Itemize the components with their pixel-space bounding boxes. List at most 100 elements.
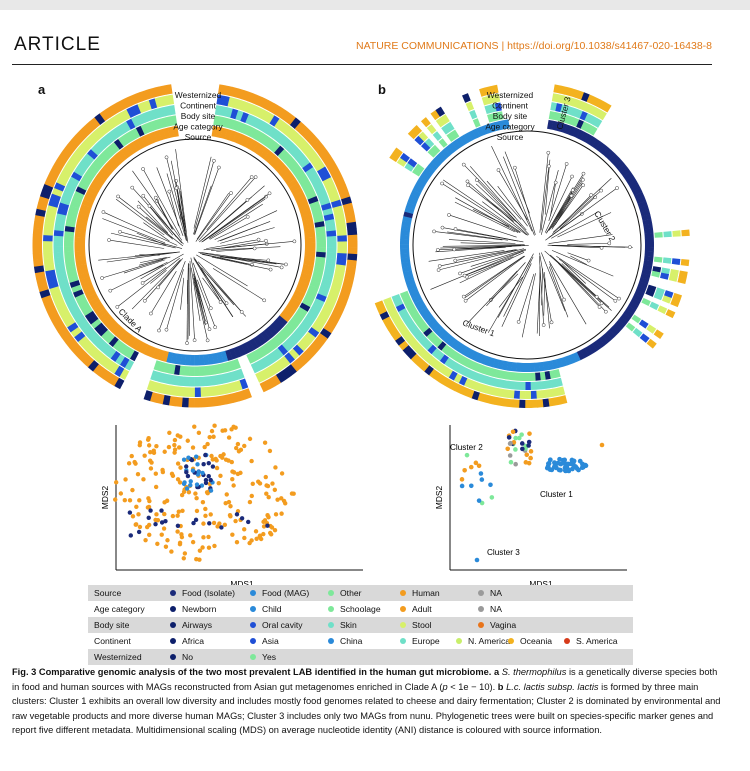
metadata-ring-segment xyxy=(79,302,91,312)
metadata-ring-segment xyxy=(341,196,352,206)
metadata-ring-segment xyxy=(323,268,335,276)
legend-item: Adult xyxy=(400,601,432,617)
scatter-point xyxy=(193,517,199,523)
metadata-ring-segment xyxy=(332,306,344,317)
scatter-point xyxy=(181,457,187,462)
metadata-ring-segment xyxy=(151,86,161,98)
tree-tip xyxy=(153,195,158,200)
metadata-ring-segment xyxy=(275,371,287,384)
metadata-ring-segment xyxy=(263,124,274,136)
metadata-ring-segment xyxy=(427,344,437,355)
metadata-ring-segment xyxy=(61,191,73,201)
metadata-ring-segment xyxy=(307,327,320,338)
metadata-ring-segment xyxy=(576,119,585,129)
metadata-ring-segment xyxy=(632,327,643,338)
metadata-ring-segment xyxy=(416,333,426,343)
scatter-point xyxy=(190,539,196,545)
scatter-point xyxy=(206,545,212,550)
metadata-ring-segment xyxy=(314,161,326,172)
metadata-ring-segment xyxy=(307,135,320,147)
tree-branch xyxy=(193,160,215,235)
source-ring-segment xyxy=(564,124,572,135)
metadata-ring-segment xyxy=(345,215,356,224)
metadata-ring-segment xyxy=(254,348,265,359)
legend-item-label: Newborn xyxy=(182,604,217,614)
metadata-ring-segment xyxy=(662,257,672,264)
metadata-ring-segment xyxy=(392,147,403,158)
metadata-ring-segment xyxy=(320,307,332,318)
source-ring-segment xyxy=(82,284,95,294)
metadata-ring-segment xyxy=(64,160,77,172)
metadata-ring-segment xyxy=(485,385,494,395)
metadata-ring-segment xyxy=(194,366,201,376)
tree-tip xyxy=(440,181,444,186)
scatter-point xyxy=(155,541,160,547)
metadata-ring-segment xyxy=(454,383,464,394)
scatter-point xyxy=(562,457,568,463)
metadata-ring-segment xyxy=(417,347,427,358)
metadata-ring-segment xyxy=(443,378,454,389)
metadata-ring-segment xyxy=(274,333,285,344)
tree-branch xyxy=(548,187,618,238)
legend-item: Africa xyxy=(170,633,204,649)
metadata-ring-segment xyxy=(319,283,331,292)
metadata-ring-segment xyxy=(288,318,299,329)
metadata-ring-segment xyxy=(160,117,168,128)
tree-tip xyxy=(440,225,445,230)
metadata-ring-segment xyxy=(114,353,125,365)
metadata-ring-segment xyxy=(477,392,486,403)
metadata-ring-segment xyxy=(487,113,495,123)
metadata-ring-segment xyxy=(37,283,49,293)
metadata-ring-segment xyxy=(319,150,331,162)
tree-root-circle xyxy=(88,138,302,352)
metadata-ring-segment xyxy=(374,300,385,310)
source-ring-segment xyxy=(408,287,419,295)
metadata-ring-segment xyxy=(264,112,275,124)
tree-branch xyxy=(482,201,527,236)
tree-branch xyxy=(558,258,616,302)
metadata-ring-segment xyxy=(91,160,103,171)
metadata-ring-segment xyxy=(564,86,573,97)
scatter-point xyxy=(194,454,199,459)
metadata-ring-segment xyxy=(496,388,504,398)
metadata-ring-segment xyxy=(390,312,401,322)
metadata-ring-segment xyxy=(273,347,284,359)
source-ring-segment xyxy=(416,303,427,312)
scatter-point xyxy=(508,440,513,446)
source-ring-segment xyxy=(459,134,469,145)
tree-tip xyxy=(164,155,169,160)
source-ring-segment xyxy=(224,128,233,141)
metadata-ring-segment xyxy=(79,320,91,331)
source-ring-segment xyxy=(547,119,554,130)
metadata-ring-segment xyxy=(553,369,561,378)
metadata-ring-segment xyxy=(317,166,329,177)
metadata-ring-segment xyxy=(55,155,68,166)
metadata-ring-segment xyxy=(200,387,207,397)
metadata-ring-segment xyxy=(646,338,657,349)
metadata-ring-segment xyxy=(322,155,335,167)
x-axis-label: MDS1 xyxy=(230,579,254,589)
source-ring-segment xyxy=(84,288,97,298)
metadata-ring-segment xyxy=(313,215,324,224)
tree-tip xyxy=(100,276,104,280)
source-ring-segment xyxy=(515,362,522,372)
tree-branch xyxy=(108,239,165,249)
tree-branch xyxy=(539,152,549,233)
tree-branch xyxy=(463,164,516,218)
source-ring-segment xyxy=(614,160,625,170)
metadata-ring-segment xyxy=(58,307,70,317)
source-ring-segment xyxy=(634,191,645,200)
source-ring-segment xyxy=(256,144,267,157)
metadata-ring-segment xyxy=(288,145,300,157)
metadata-ring-segment xyxy=(75,146,87,158)
source-ring-segment xyxy=(628,179,639,189)
scatter-point xyxy=(147,532,152,538)
legend-swatch xyxy=(400,637,406,644)
tree-tip xyxy=(118,229,122,234)
metadata-ring-segment xyxy=(319,328,332,339)
metadata-ring-segment xyxy=(333,211,345,220)
scatter-point xyxy=(169,549,174,554)
metadata-ring-segment xyxy=(90,318,102,329)
metadata-ring-segment xyxy=(121,121,131,133)
legend-item: Airways xyxy=(170,617,212,633)
